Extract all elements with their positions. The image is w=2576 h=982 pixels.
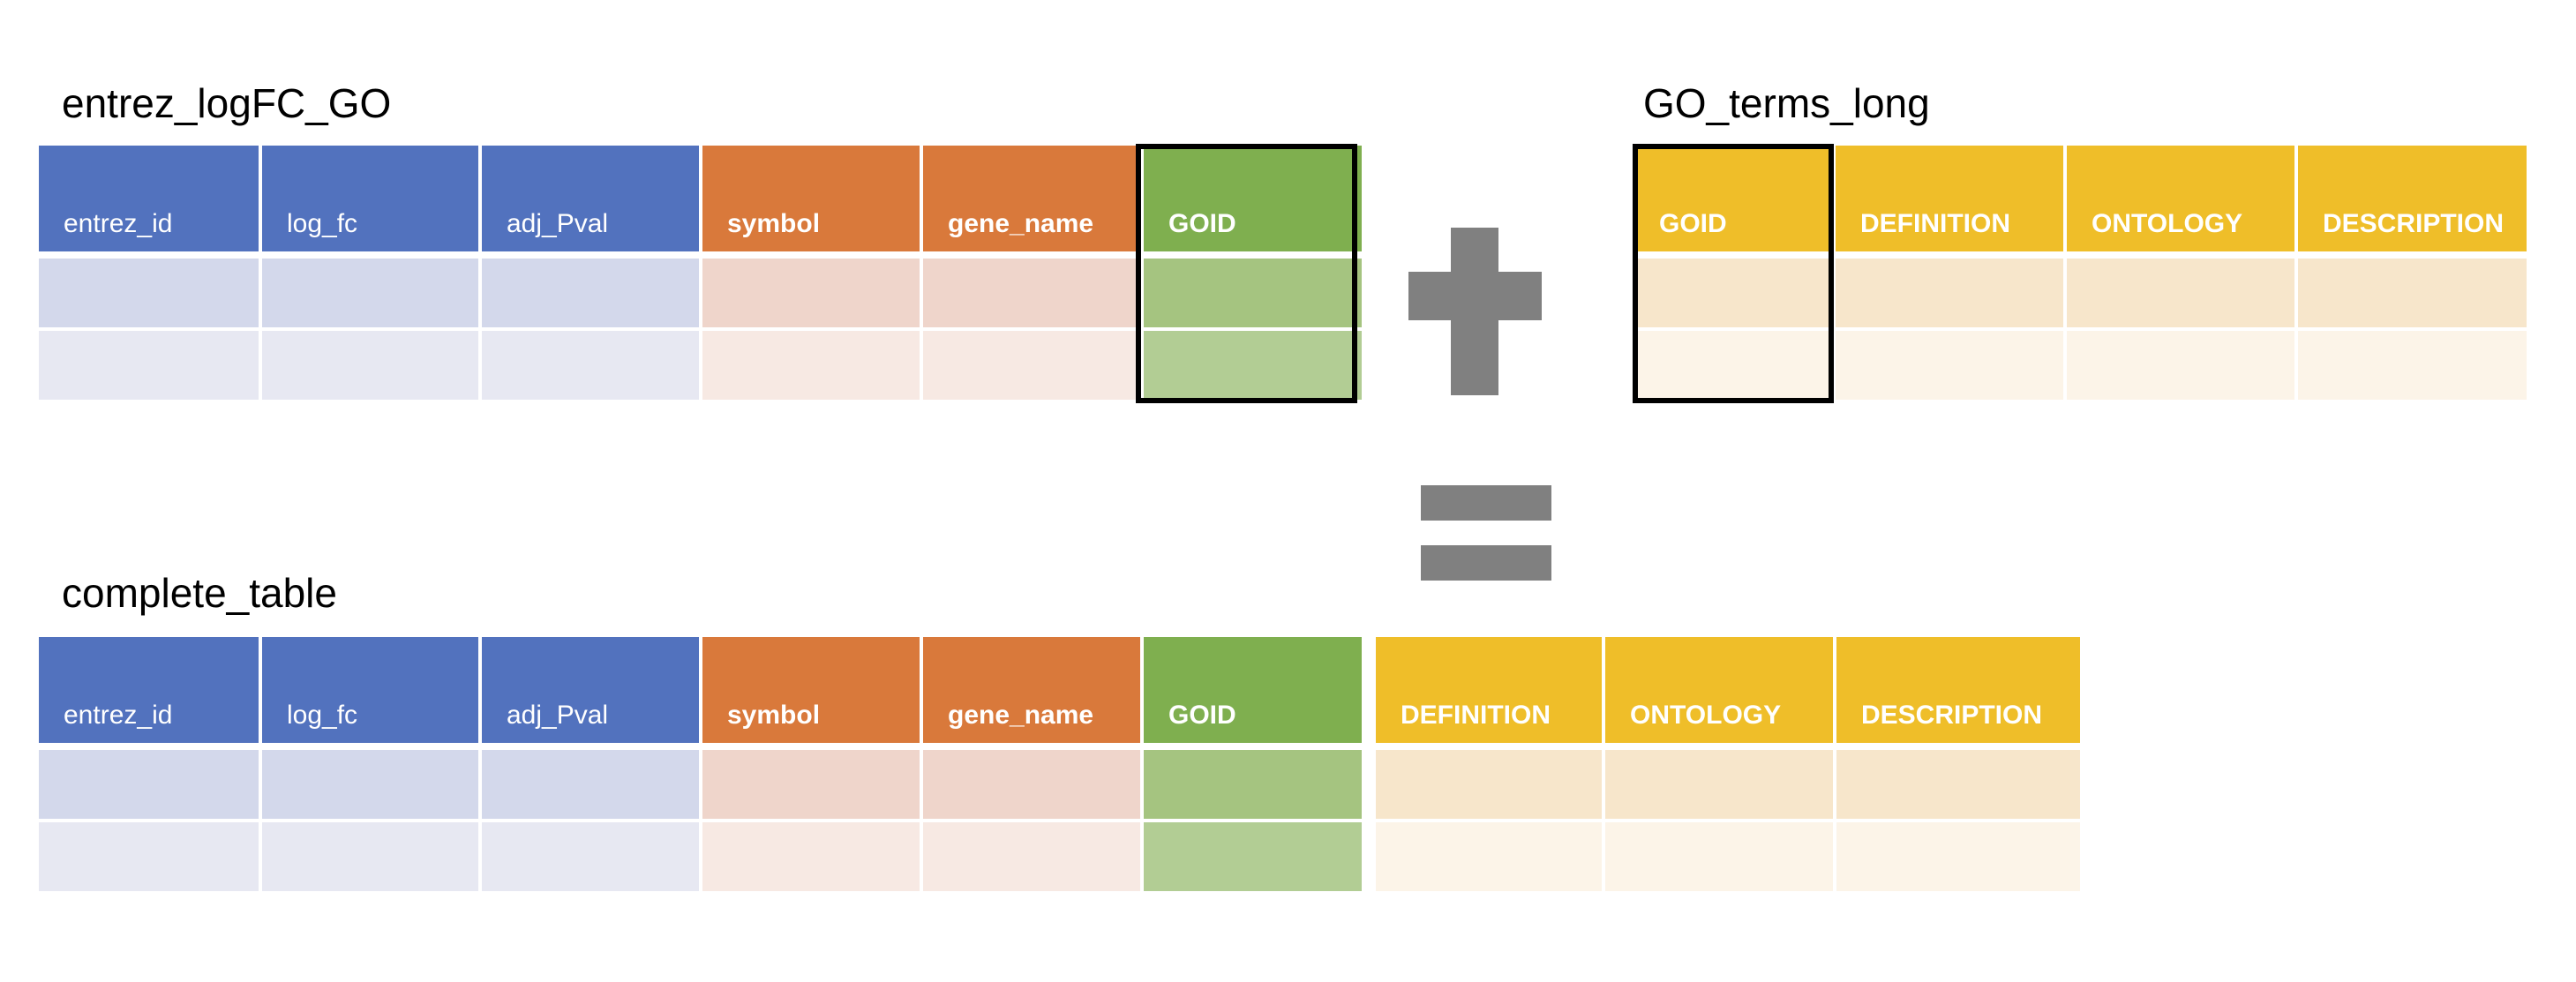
table-cell-definition bbox=[1376, 750, 1602, 819]
column-header-goid[interactable]: GOID bbox=[1634, 146, 1832, 251]
table-cell-adj-pval bbox=[482, 259, 699, 327]
plus-icon bbox=[1408, 228, 1567, 395]
table-cell-log-fc bbox=[262, 750, 478, 819]
table-cell-description bbox=[2298, 331, 2527, 400]
table-header-row: entrez_id log_fc adj_Pval symbol gene_na… bbox=[39, 146, 1362, 251]
table-cell-description bbox=[2298, 259, 2527, 327]
table-cell-symbol bbox=[702, 331, 920, 400]
column-header-definition[interactable]: DEFINITION bbox=[1836, 146, 2063, 251]
table-cell-log-fc bbox=[262, 331, 478, 400]
column-header-log-fc[interactable]: log_fc bbox=[262, 637, 478, 743]
table-cell-entrez-id bbox=[39, 259, 259, 327]
table-cell-description bbox=[1836, 822, 2080, 891]
table-cell-adj-pval bbox=[482, 822, 699, 891]
table-cell-gene-name bbox=[923, 259, 1140, 327]
column-header-description[interactable]: DESCRIPTION bbox=[1836, 637, 2080, 743]
table-cell-gene-name bbox=[923, 750, 1140, 819]
table-row bbox=[39, 822, 2080, 891]
column-header-log-fc[interactable]: log_fc bbox=[262, 146, 478, 251]
equals-icon bbox=[1421, 485, 1562, 582]
column-header-ontology[interactable]: ONTOLOGY bbox=[2067, 146, 2294, 251]
column-header-symbol[interactable]: symbol bbox=[702, 637, 920, 743]
table-cell-adj-pval bbox=[482, 331, 699, 400]
column-header-description[interactable]: DESCRIPTION bbox=[2298, 146, 2527, 251]
table-cell-goid bbox=[1144, 822, 1362, 891]
table-header-row: GOID DEFINITION ONTOLOGY DESCRIPTION bbox=[1634, 146, 2527, 251]
column-header-definition[interactable]: DEFINITION bbox=[1376, 637, 1602, 743]
table-cell-log-fc bbox=[262, 259, 478, 327]
table-row bbox=[39, 750, 2080, 819]
table-cell-symbol bbox=[702, 259, 920, 327]
table-cell-ontology bbox=[1605, 750, 1833, 819]
table-cell-entrez-id bbox=[39, 750, 259, 819]
table-row bbox=[1634, 259, 2527, 327]
table-cell-gene-name bbox=[923, 331, 1140, 400]
table-row bbox=[1634, 331, 2527, 400]
table-title-complete-table: complete_table bbox=[62, 570, 337, 616]
column-header-gene-name[interactable]: gene_name bbox=[923, 146, 1140, 251]
table-header-row: entrez_id log_fc adj_Pval symbol gene_na… bbox=[39, 637, 2080, 743]
table-cell-goid bbox=[1634, 259, 1832, 327]
table-cell-log-fc bbox=[262, 822, 478, 891]
column-header-adj-pval[interactable]: adj_Pval bbox=[482, 637, 699, 743]
table-cell-goid bbox=[1634, 331, 1832, 400]
table-cell-symbol bbox=[702, 750, 920, 819]
column-header-goid[interactable]: GOID bbox=[1144, 637, 1362, 743]
column-header-symbol[interactable]: symbol bbox=[702, 146, 920, 251]
table-title-go-terms-long: GO_terms_long bbox=[1643, 80, 1930, 126]
column-header-entrez-id[interactable]: entrez_id bbox=[39, 146, 259, 251]
table-cell-definition bbox=[1376, 822, 1602, 891]
table-cell-symbol bbox=[702, 822, 920, 891]
table-cell-definition bbox=[1836, 259, 2063, 327]
table-cell-ontology bbox=[2067, 331, 2294, 400]
column-header-ontology[interactable]: ONTOLOGY bbox=[1605, 637, 1833, 743]
table-cell-ontology bbox=[1605, 822, 1833, 891]
table-title-entrez-logfc-go: entrez_logFC_GO bbox=[62, 80, 392, 126]
table-cell-goid bbox=[1144, 259, 1362, 327]
table-cell-definition bbox=[1836, 331, 2063, 400]
table-cell-entrez-id bbox=[39, 822, 259, 891]
table-row bbox=[39, 259, 1362, 327]
column-header-goid[interactable]: GOID bbox=[1144, 146, 1362, 251]
column-header-gene-name[interactable]: gene_name bbox=[923, 637, 1140, 743]
table-cell-adj-pval bbox=[482, 750, 699, 819]
column-header-entrez-id[interactable]: entrez_id bbox=[39, 637, 259, 743]
table-row bbox=[39, 331, 1362, 400]
table-cell-gene-name bbox=[923, 822, 1140, 891]
table-cell-goid bbox=[1144, 750, 1362, 819]
table-cell-description bbox=[1836, 750, 2080, 819]
table-cell-goid bbox=[1144, 331, 1362, 400]
column-header-adj-pval[interactable]: adj_Pval bbox=[482, 146, 699, 251]
table-cell-entrez-id bbox=[39, 331, 259, 400]
table-cell-ontology bbox=[2067, 259, 2294, 327]
